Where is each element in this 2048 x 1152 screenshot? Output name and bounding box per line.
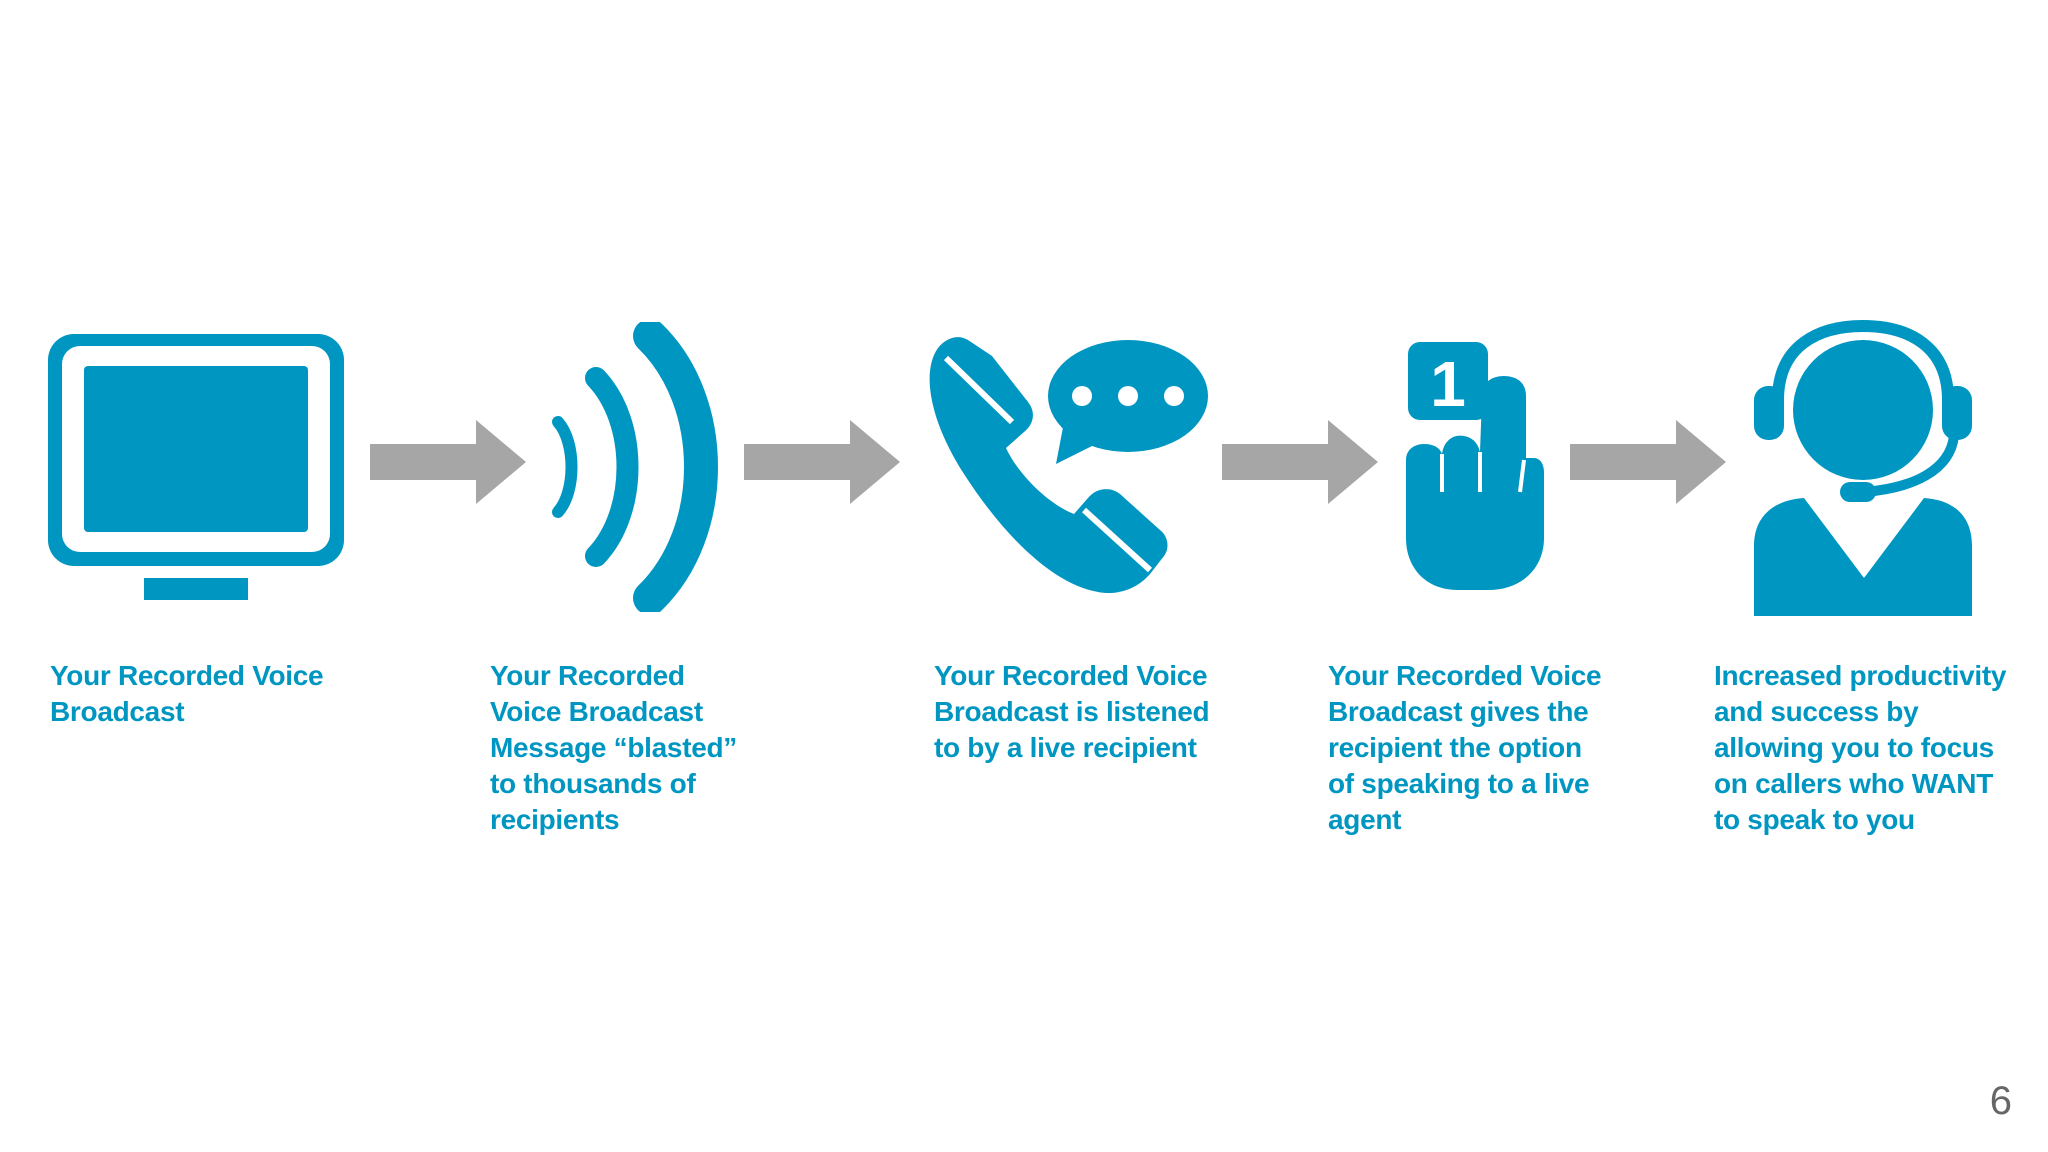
step-1-text: Your Recorded Voice Broadcast xyxy=(50,660,324,727)
headset-agent-icon xyxy=(1754,320,1972,616)
arrow-2 xyxy=(744,420,900,504)
keypress-finger-icon: 1 xyxy=(1404,342,1544,592)
phone-chat-icon xyxy=(928,334,1208,596)
page-number: 6 xyxy=(1989,1079,2012,1123)
step-3-text: Your Recorded Voice Broadcast is listene… xyxy=(934,660,1210,763)
step-2-text: Your Recorded Voice Broadcast Message “b… xyxy=(490,660,737,835)
arrow-3 xyxy=(1222,420,1378,504)
arrow-4 xyxy=(1570,420,1726,504)
arrow-1 xyxy=(370,420,526,504)
keypad-digit: 1 xyxy=(1430,348,1466,420)
monitor-icon xyxy=(48,330,344,604)
broadcast-waves-icon xyxy=(548,322,728,612)
step-5-text: Increased productivity and success by al… xyxy=(1714,660,2007,835)
step-4-text: Your Recorded Voice Broadcast gives the … xyxy=(1328,660,1602,835)
